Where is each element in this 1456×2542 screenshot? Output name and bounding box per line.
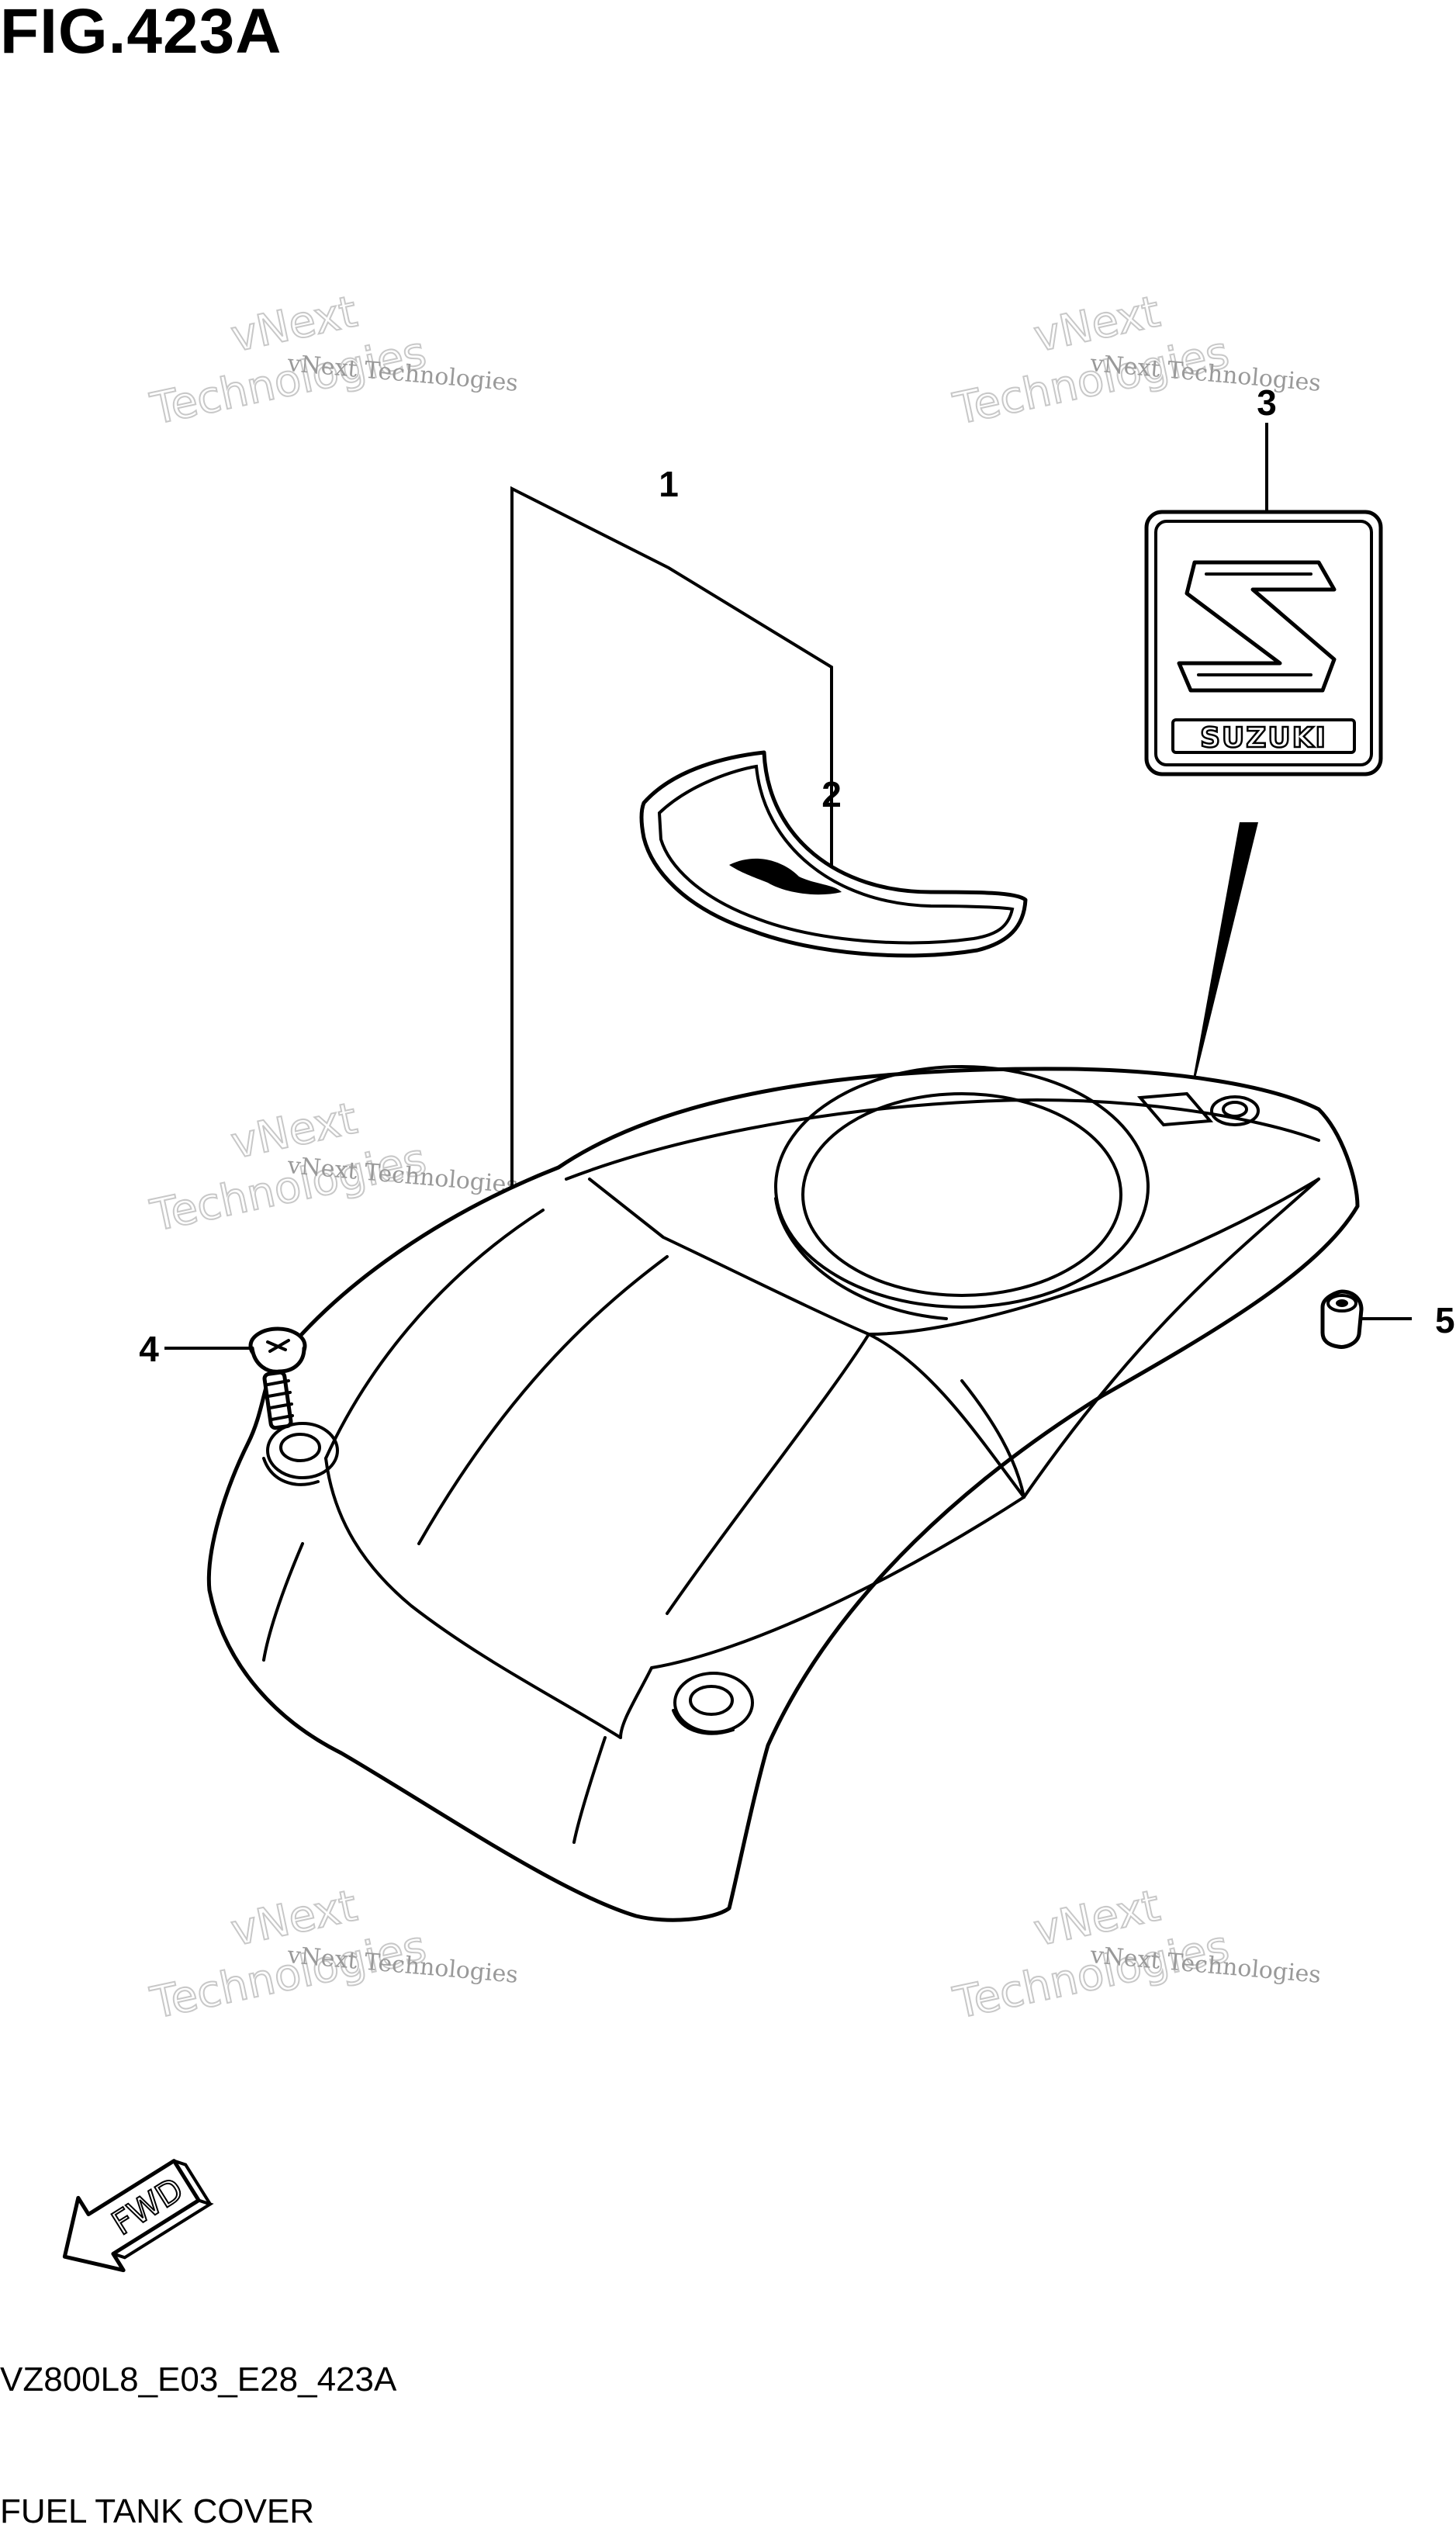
watermark: vNext Technologies bbox=[949, 285, 1234, 435]
suzuki-emblem: SUZUKI bbox=[1144, 510, 1383, 776]
forward-direction-arrow-icon: FWD bbox=[62, 2159, 214, 2273]
emblem-text: SUZUKI bbox=[1200, 722, 1327, 754]
suzuki-s-logo-icon bbox=[1177, 560, 1337, 693]
callout-1: 1 bbox=[659, 464, 679, 504]
emblem-recess bbox=[1136, 1091, 1260, 1127]
grommet bbox=[1320, 1289, 1364, 1349]
callout-4: 4 bbox=[139, 1329, 159, 1369]
callout-5: 5 bbox=[1435, 1300, 1455, 1340]
pad-logo-icon bbox=[729, 858, 842, 895]
watermark: vNext Technologies bbox=[146, 1880, 431, 2029]
leader-lines bbox=[164, 423, 1412, 1350]
tank-pad bbox=[639, 750, 1028, 958]
emblem-pointer bbox=[1187, 822, 1258, 1113]
watermark: vNext Technologies bbox=[949, 1880, 1234, 2029]
callout-2: 2 bbox=[821, 774, 842, 814]
screw bbox=[248, 1326, 307, 1430]
figure-name: FUEL TANK COVER bbox=[0, 2492, 315, 2530]
figure-title: FIG.423A bbox=[0, 0, 282, 67]
figure-code: VZ800L8_E03_E28_423A bbox=[0, 2360, 397, 2398]
mounting-hole-left bbox=[262, 1422, 339, 1486]
mounting-hole-right bbox=[672, 1672, 754, 1735]
fuel-tank-cover bbox=[206, 1065, 1360, 1922]
leader-line-1 bbox=[510, 486, 833, 1210]
callout-3: 3 bbox=[1257, 382, 1277, 423]
watermark: vNext Technologies bbox=[146, 285, 431, 435]
